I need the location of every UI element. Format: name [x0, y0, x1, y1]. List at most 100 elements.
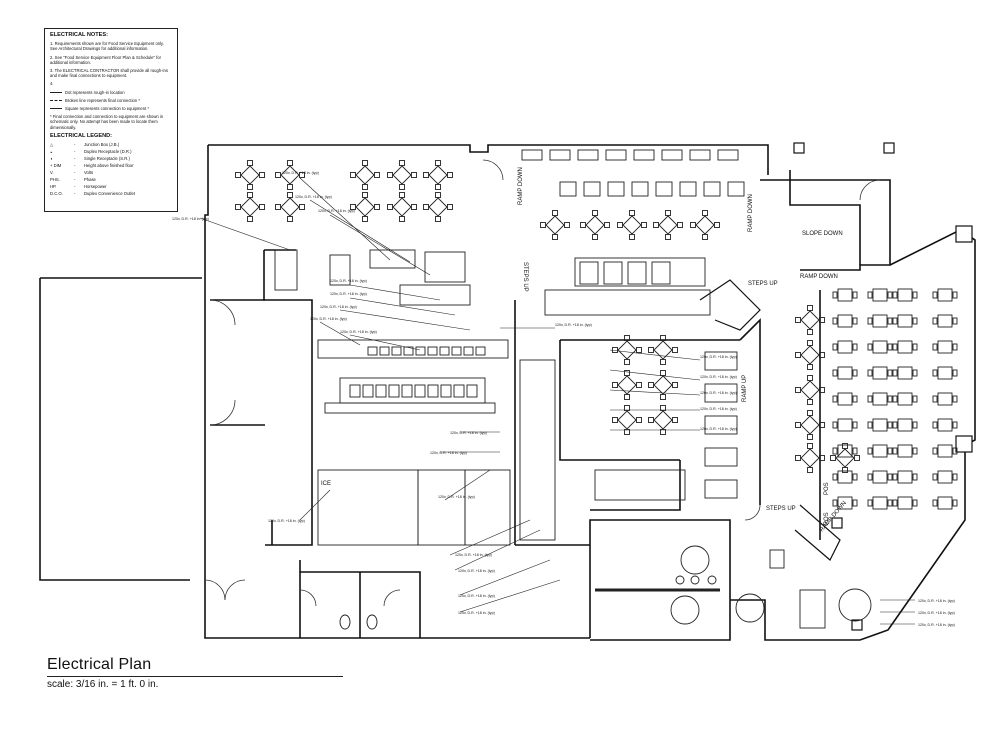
- structural-columns: [793, 142, 973, 631]
- chair: [867, 291, 873, 299]
- booth: [651, 261, 671, 285]
- table-square: [937, 496, 953, 510]
- chair: [887, 343, 893, 351]
- legend-symbol: ◑: [50, 156, 53, 162]
- callout-text: 120v, D.R. +18 in. (typ): [340, 330, 377, 334]
- chair: [350, 204, 356, 210]
- chair: [807, 467, 813, 473]
- table-diamond: [622, 215, 642, 235]
- chair: [952, 317, 958, 325]
- booth: [549, 149, 571, 161]
- square-line-icon: [50, 108, 62, 110]
- table-diamond: [240, 165, 260, 185]
- chair: [867, 421, 873, 429]
- chair: [892, 317, 898, 325]
- building-walls: [39, 144, 976, 641]
- chair: [362, 160, 368, 166]
- booth: [704, 447, 738, 467]
- chair: [612, 382, 618, 388]
- chair: [932, 447, 938, 455]
- chair: [867, 395, 873, 403]
- legend-row: V.-Volts: [50, 170, 172, 175]
- legend-dash: -: [74, 163, 76, 169]
- equipment-cell: [379, 346, 390, 356]
- chair: [287, 160, 293, 166]
- chair: [952, 447, 958, 455]
- dining-tables-right: [832, 288, 958, 510]
- chair: [435, 184, 441, 190]
- table-square: [837, 496, 853, 510]
- booth: [704, 383, 738, 403]
- table-square: [897, 496, 913, 510]
- chair: [624, 405, 630, 411]
- chair: [287, 184, 293, 190]
- chair: [399, 192, 405, 198]
- legend-description: Single Receptacle (S.R.): [84, 156, 130, 162]
- chair: [411, 204, 417, 210]
- legend-description: Duplex Receptacle (D.R.): [84, 149, 132, 155]
- chair: [636, 417, 642, 423]
- chair: [411, 172, 417, 178]
- restroom-fixtures: [339, 545, 872, 630]
- callout-text: 120v, D.R. +18 in. (typ): [310, 317, 347, 321]
- chair: [299, 172, 305, 178]
- booth: [727, 181, 745, 197]
- chair: [435, 160, 441, 166]
- table-square: [897, 392, 913, 406]
- chair: [867, 343, 873, 351]
- chair: [362, 192, 368, 198]
- equipment-cell: [439, 346, 450, 356]
- electrical-notes-box: ELECTRICAL NOTES: 1. Requirements shown …: [44, 28, 178, 212]
- chair: [832, 447, 838, 455]
- booth: [605, 149, 627, 161]
- callout-text: 120v, D.R. +18 in. (typ): [700, 375, 737, 379]
- chair: [580, 222, 586, 228]
- table-diamond: [280, 197, 300, 217]
- chair: [912, 473, 918, 481]
- callout-text: 120v, D.R. +18 in. (typ): [282, 171, 319, 175]
- table-diamond: [355, 165, 375, 185]
- callout-text: 120v, D.R. +18 in. (typ): [700, 407, 737, 411]
- chair: [660, 405, 666, 411]
- booth: [655, 181, 673, 197]
- table-diamond: [653, 410, 673, 430]
- chair: [832, 421, 838, 429]
- chair: [235, 172, 241, 178]
- callout-text: 120v, D.R. +18 in. (typ): [438, 495, 475, 499]
- legend-description: Phase: [84, 177, 96, 183]
- legend-row: ◑-Single Receptacle (S.R.): [50, 156, 172, 161]
- chair: [648, 417, 654, 423]
- legend-dash: -: [74, 184, 76, 190]
- chair: [852, 317, 858, 325]
- chair: [952, 421, 958, 429]
- legend-row: D.C.O.-Duplex Convenience Outlet: [50, 191, 172, 196]
- chair: [819, 455, 825, 461]
- table-diamond: [392, 165, 412, 185]
- booth: [603, 261, 623, 285]
- chair: [677, 222, 683, 228]
- chair: [387, 204, 393, 210]
- chair: [259, 172, 265, 178]
- chair: [423, 172, 429, 178]
- table-square: [837, 470, 853, 484]
- chair: [807, 375, 813, 381]
- table-square: [897, 470, 913, 484]
- equipment-cell: [349, 384, 361, 398]
- chair: [247, 184, 253, 190]
- table-square: [937, 366, 953, 380]
- chair: [830, 455, 836, 461]
- chair: [932, 395, 938, 403]
- callout-text: 120v, D.R. +18 in. (typ): [555, 323, 592, 327]
- plan-labels: RAMP DOWN RAMP DOWN RAMP DOWN RAMP DOWN …: [321, 167, 848, 533]
- chair: [932, 499, 938, 507]
- table-square: [937, 340, 953, 354]
- callout-text: 120v, D.R. +18 in. (typ): [458, 611, 495, 615]
- chair: [912, 291, 918, 299]
- chair: [552, 210, 558, 216]
- chair: [552, 234, 558, 240]
- chair: [912, 499, 918, 507]
- chair: [807, 443, 813, 449]
- table-square: [897, 444, 913, 458]
- key-dot-text: Dot represents rough-in location: [65, 89, 125, 95]
- chair: [287, 192, 293, 198]
